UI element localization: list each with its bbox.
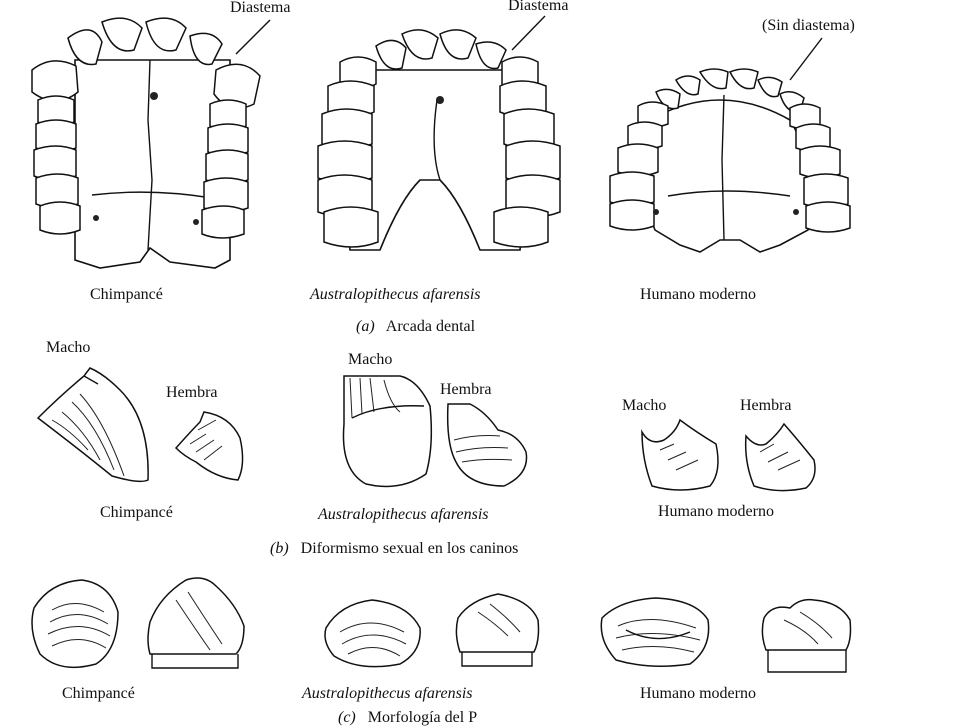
caption-c-letter: (c) <box>338 709 356 726</box>
chimp-hembra-label: Hembra <box>166 384 218 401</box>
sin-diastema-label: (Sin diastema) <box>762 17 855 34</box>
canine-species-chimp: Chimpancé <box>100 504 173 521</box>
arcade-species-afarensis: Australopithecus afarensis <box>310 286 481 303</box>
chimp-macho-label: Macho <box>46 339 91 356</box>
caption-b-text: Diformismo sexual en los caninos <box>300 540 519 557</box>
diastema-label-1: Diastema <box>230 0 291 16</box>
human-hembra-label: Hembra <box>740 397 792 414</box>
human-p3-occlusal <box>600 597 710 667</box>
chimp-p3-lateral <box>147 577 245 669</box>
chimp-dental-arcade <box>31 17 261 269</box>
arcade-species-chimp: Chimpancé <box>90 286 163 303</box>
afarensis-macho-label: Macho <box>348 351 393 368</box>
canine-species-human: Humano moderno <box>658 503 774 520</box>
arcade-species-human: Humano moderno <box>640 286 756 303</box>
chimp-female-canine <box>174 411 244 481</box>
caption-a: (a) Arcada dental <box>356 319 475 335</box>
caption-a-letter: (a) <box>356 318 375 335</box>
afarensis-hembra-label: Hembra <box>440 381 492 398</box>
p3-species-human: Humano moderno <box>640 685 756 702</box>
chimp-p3-occlusal <box>31 579 119 669</box>
afarensis-male-canine <box>342 375 433 488</box>
afarensis-female-canine <box>446 403 528 487</box>
human-male-canine <box>641 418 719 491</box>
canine-species-afarensis: Australopithecus afarensis <box>318 506 489 523</box>
caption-b: (b) Diformismo sexual en los caninos <box>270 541 518 557</box>
human-female-canine <box>744 422 816 492</box>
diastema-pointer-1 <box>235 19 271 55</box>
afarensis-p3-occlusal <box>324 599 421 668</box>
human-p3-lateral <box>761 598 852 673</box>
diastema-label-2: Diastema <box>508 0 569 14</box>
sin-diastema-pointer <box>789 37 823 81</box>
caption-c-text: Morfología del P <box>367 709 478 726</box>
p3-species-chimp: Chimpancé <box>62 685 135 702</box>
chimp-male-canine <box>36 367 149 483</box>
afarensis-p3-lateral <box>455 593 540 667</box>
caption-c: (c) Morfología del P <box>338 710 477 726</box>
diastema-pointer-2 <box>511 15 546 51</box>
caption-a-text: Arcada dental <box>385 318 476 335</box>
human-macho-label: Macho <box>622 397 667 414</box>
caption-b-letter: (b) <box>270 540 289 557</box>
human-dental-arcade <box>609 68 851 253</box>
p3-species-afarensis: Australopithecus afarensis <box>302 685 473 702</box>
afarensis-dental-arcade <box>317 29 561 251</box>
